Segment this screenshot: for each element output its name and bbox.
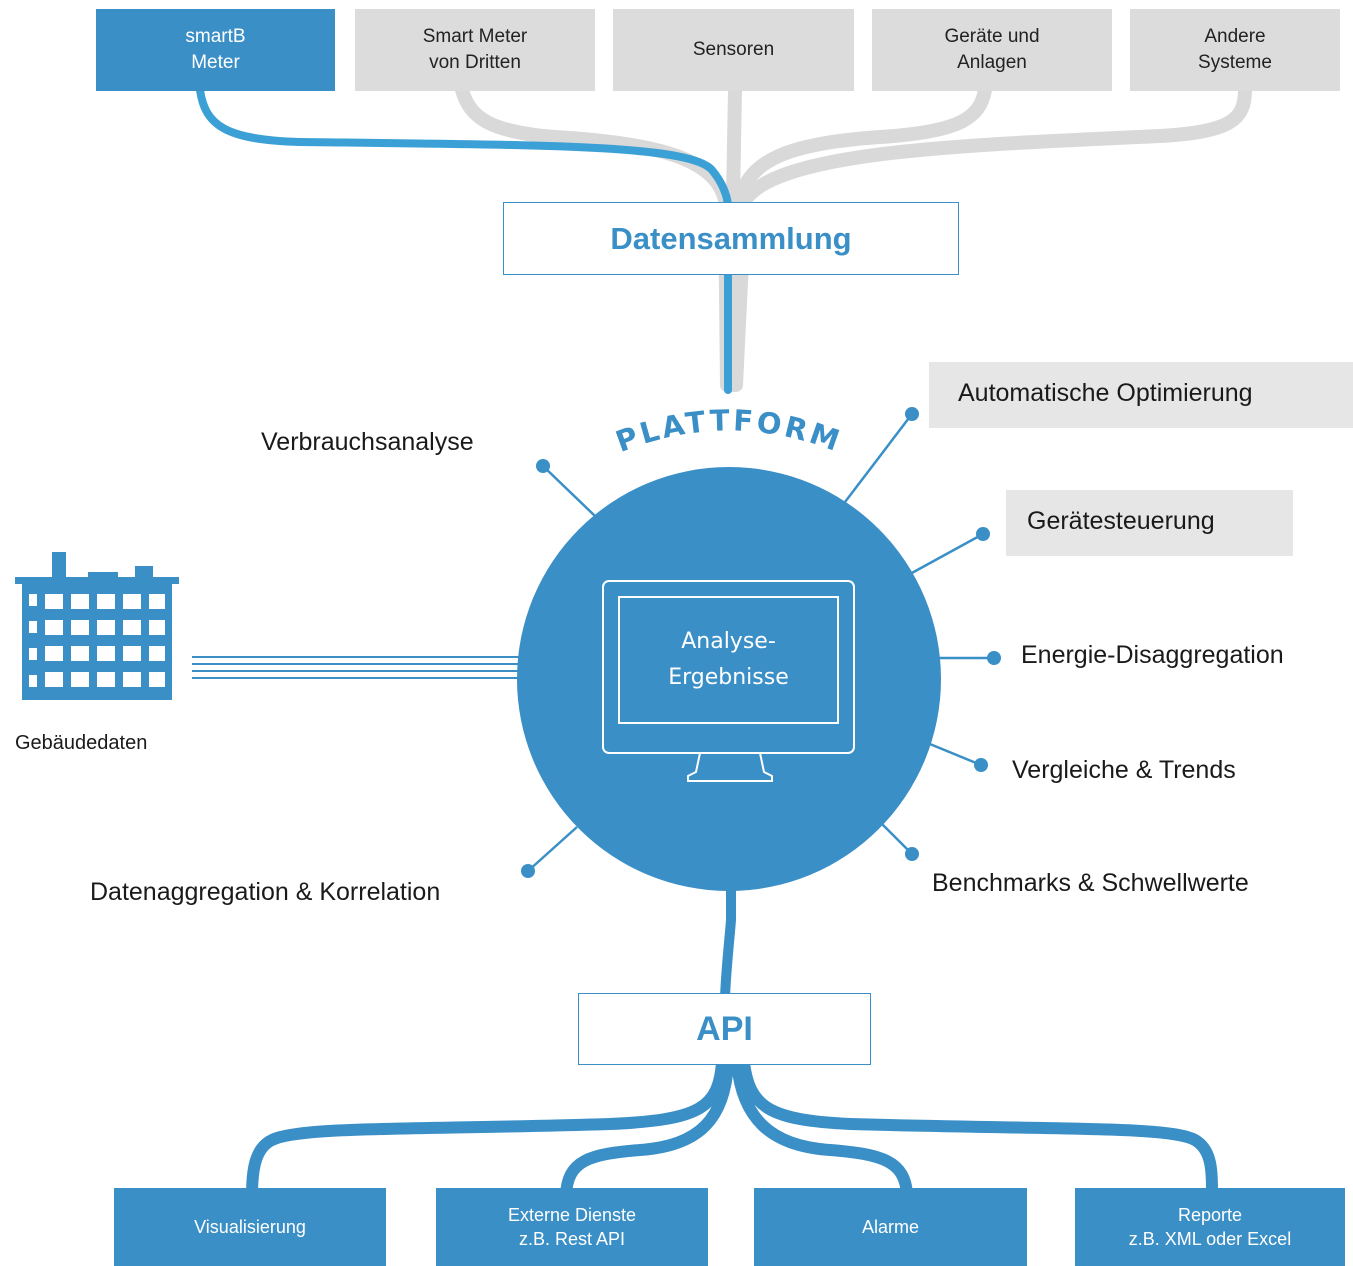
connector-dot-icon bbox=[976, 527, 990, 541]
connector-dot-icon bbox=[521, 864, 535, 878]
feature-verbrauchsanalyse: Verbrauchsanalyse bbox=[261, 428, 474, 456]
source-sensoren: Sensoren bbox=[613, 9, 854, 91]
building-data-lines bbox=[192, 656, 540, 679]
source-label: smartB Meter bbox=[185, 26, 246, 73]
connector-smart-meter-dritten bbox=[455, 83, 734, 392]
output-reporte: Reporte z.B. XML oder Excel bbox=[1075, 1188, 1345, 1266]
feature-automatische-optimierung: Automatische Optimierung bbox=[958, 379, 1253, 407]
feature-connector-lines bbox=[527, 413, 994, 872]
feature-datenaggregation-korrelation: Datenaggregation & Korrelation bbox=[90, 878, 441, 906]
source-label: Sensoren bbox=[692, 39, 775, 60]
connector-dot-icons bbox=[521, 407, 1001, 878]
platform-circle bbox=[517, 467, 941, 891]
source-label: Andere Systeme bbox=[1198, 26, 1272, 73]
source-smart-meter-dritten: Smart Meter von Dritten bbox=[355, 9, 595, 91]
feature-vergleiche-trends: Vergleiche & Trends bbox=[1012, 756, 1236, 784]
feature-energie-disaggregation: Energie-Disaggregation bbox=[1021, 641, 1284, 669]
output-alarme: Alarme bbox=[754, 1188, 1027, 1266]
connector-externe-dienste bbox=[560, 1057, 734, 1202]
feature-benchmarks-schwellwerte: Benchmarks & Schwellwerte bbox=[932, 869, 1249, 897]
gray-source-connectors bbox=[455, 83, 1252, 392]
monitor-icon bbox=[602, 580, 855, 782]
output-label: Visualisierung bbox=[194, 1217, 306, 1237]
connector-dot-icon bbox=[974, 758, 988, 772]
connector-dot-icon bbox=[905, 847, 919, 861]
feature-highlight-geraetesteuerung bbox=[1006, 490, 1293, 556]
api-box: API bbox=[578, 993, 871, 1065]
connector-platform-api bbox=[720, 865, 736, 1003]
connector-alarme bbox=[731, 1057, 913, 1202]
connector-dot-icon bbox=[905, 407, 919, 421]
output-label: Externe Dienste z.B. Rest API bbox=[507, 1205, 637, 1249]
output-label: Reporte z.B. XML oder Excel bbox=[1128, 1205, 1292, 1249]
output-visualisierung: Visualisierung bbox=[114, 1188, 386, 1266]
datensammlung-box: Datensammlung bbox=[503, 202, 959, 275]
connector-andere-systeme bbox=[729, 83, 1252, 392]
connector-dot-icon bbox=[987, 651, 1001, 665]
connector-smartb bbox=[196, 86, 732, 394]
connector-geraete bbox=[727, 83, 992, 392]
connector-visualisierung bbox=[246, 1057, 728, 1202]
source-label: Geräte und Anlagen bbox=[944, 26, 1040, 73]
datensammlung-label: Datensammlung bbox=[610, 220, 852, 256]
output-externe-dienste: Externe Dienste z.B. Rest API bbox=[436, 1188, 708, 1266]
output-connectors bbox=[246, 1057, 1218, 1202]
connector-reporte bbox=[738, 1057, 1218, 1202]
source-smartb-meter: smartB Meter bbox=[96, 9, 335, 91]
building-label: Gebäudedaten bbox=[15, 732, 148, 754]
building-windows bbox=[29, 594, 165, 687]
analyse-ergebnisse-label: Analyse- Ergebnisse bbox=[668, 629, 789, 690]
feature-highlight-automatische-optimierung bbox=[929, 362, 1353, 428]
output-label: Alarme bbox=[861, 1217, 919, 1237]
source-andere-systeme: Andere Systeme bbox=[1130, 9, 1340, 91]
connector-dot-icon bbox=[536, 459, 550, 473]
platform-title: PLATTFORM bbox=[611, 403, 846, 458]
api-label: API bbox=[696, 1010, 753, 1048]
source-label: Smart Meter von Dritten bbox=[422, 26, 528, 73]
feature-geraetesteuerung: Gerätesteuerung bbox=[1027, 507, 1215, 535]
source-geraete-anlagen: Geräte und Anlagen bbox=[872, 9, 1112, 91]
